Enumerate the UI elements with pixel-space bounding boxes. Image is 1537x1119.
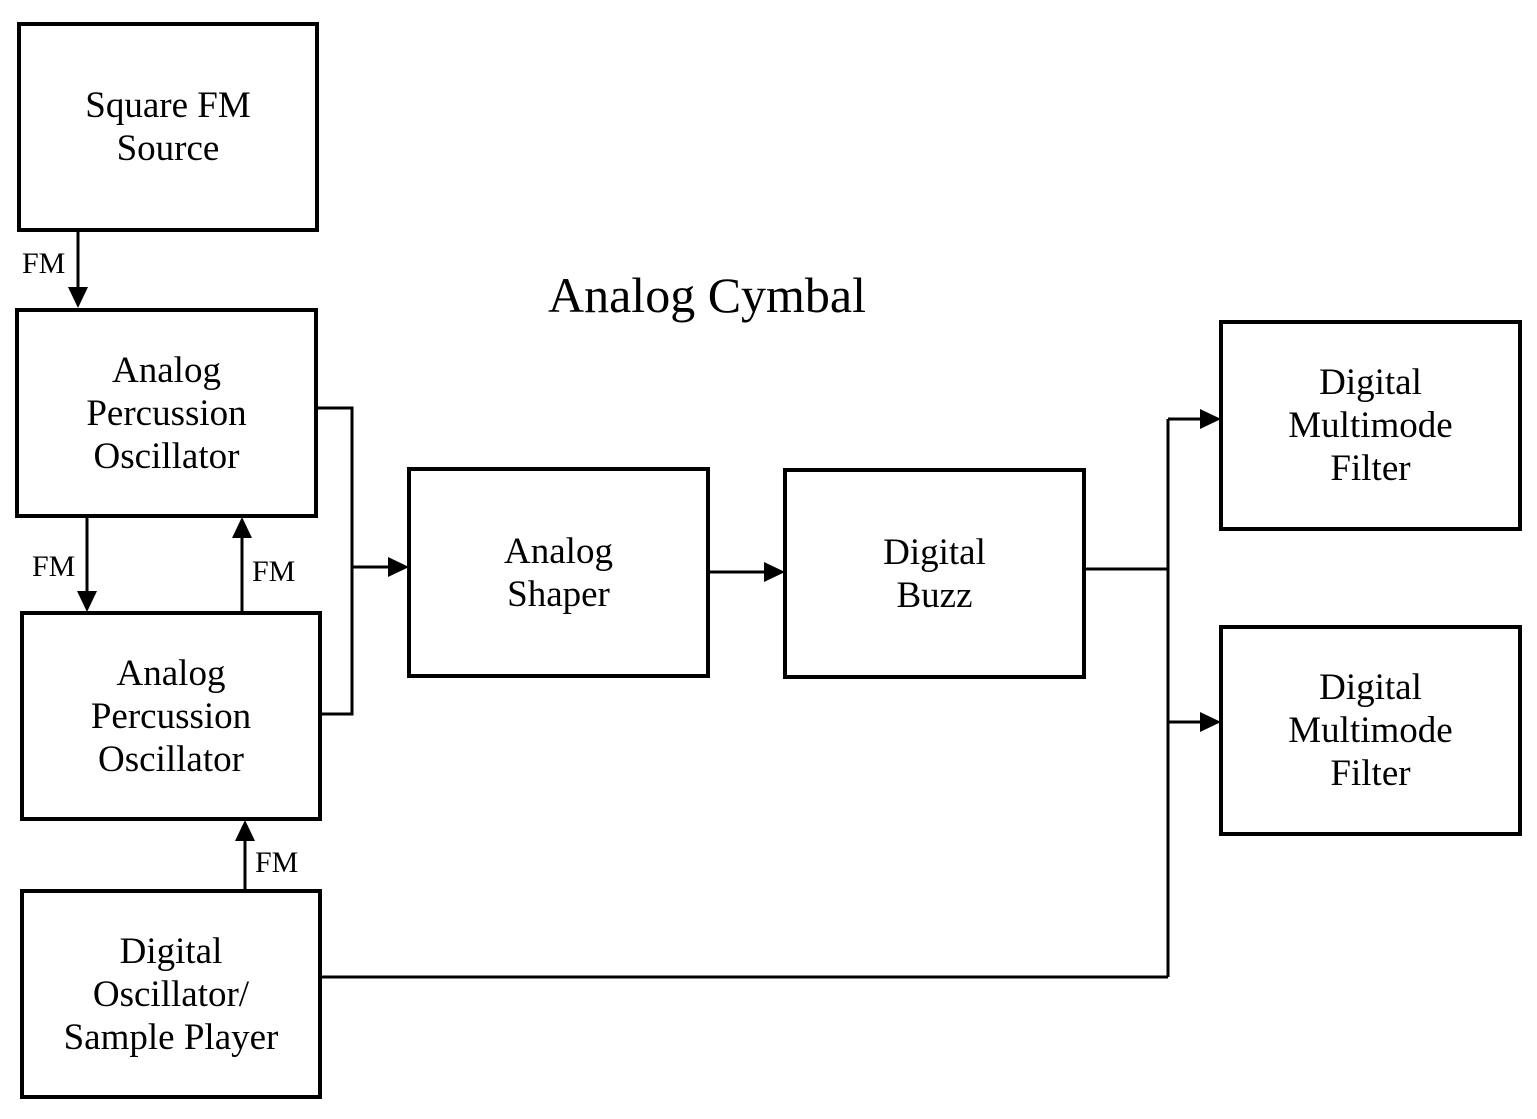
- square-fm-source-label: Square FM Source: [85, 85, 251, 169]
- arrowhead-player-to-osc2: [235, 820, 255, 841]
- analog-shaper-label: Analog Shaper: [504, 530, 613, 615]
- arrowhead-osc2-to-osc1: [232, 517, 252, 538]
- fm-label-player-to-osc2: FM: [255, 846, 299, 879]
- diagram-title: Analog Cymbal: [548, 267, 867, 323]
- fm-label-osc1-to-osc2: FM: [32, 550, 76, 583]
- arrowhead-bus-to-filter2: [1200, 712, 1221, 732]
- fm-label-source-to-osc1: FM: [22, 247, 66, 280]
- analog-percussion-oscillator-1-block: Analog Percussion Oscillator: [15, 308, 318, 518]
- digital-buzz-block: Digital Buzz: [783, 468, 1086, 679]
- analog-percussion-oscillator-2-label: Analog Percussion Oscillator: [90, 652, 252, 780]
- arrowhead-osc-mix-to-shaper: [388, 557, 409, 577]
- arrowhead-fm-source-to-osc1: [68, 287, 88, 308]
- edge-osc1-output: [317, 406, 354, 716]
- arrowhead-osc1-to-osc2: [77, 591, 97, 612]
- square-fm-source-block: Square FM Source: [17, 22, 319, 232]
- digital-multimode-filter-1-block: Digital Multimode Filter: [1219, 320, 1522, 531]
- analog-percussion-oscillator-1-label: Analog Percussion Oscillator: [86, 349, 247, 477]
- digital-buzz-label: Digital Buzz: [883, 531, 986, 616]
- analog-percussion-oscillator-2-block: Analog Percussion Oscillator: [20, 611, 322, 821]
- digital-multimode-filter-2-block: Digital Multimode Filter: [1219, 625, 1522, 836]
- arrowhead-bus-to-filter1: [1200, 409, 1221, 429]
- digital-multimode-filter-1-label: Digital Multimode Filter: [1288, 362, 1453, 489]
- digital-oscillator-sample-player-label: Digital Oscillator/ Sample Player: [63, 930, 279, 1058]
- analog-shaper-block: Analog Shaper: [407, 467, 710, 678]
- digital-multimode-filter-2-label: Digital Multimode Filter: [1288, 667, 1453, 794]
- digital-oscillator-sample-player-block: Digital Oscillator/ Sample Player: [20, 889, 322, 1099]
- arrowhead-shaper-to-buzz: [764, 562, 785, 582]
- fm-label-osc2-to-osc1: FM: [252, 555, 296, 588]
